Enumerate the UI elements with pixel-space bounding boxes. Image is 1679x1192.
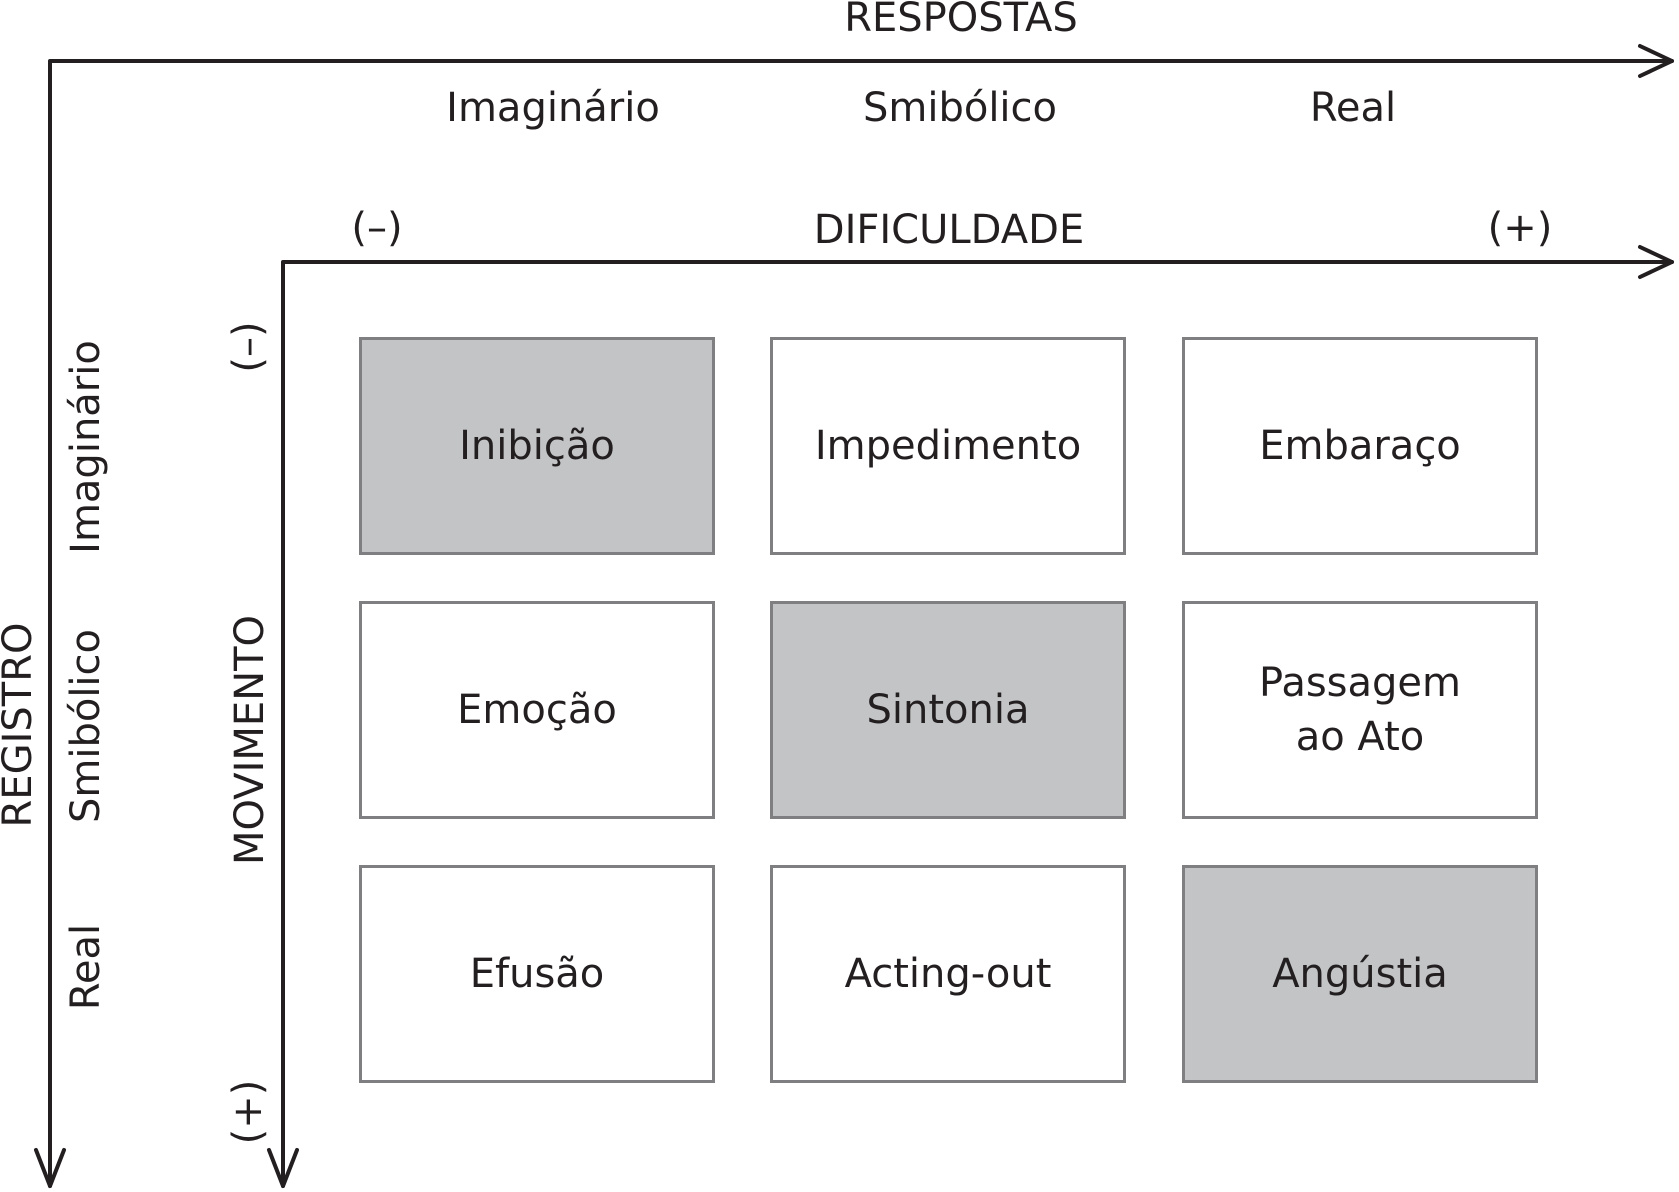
cell-label: Impedimento: [814, 423, 1082, 469]
dificuldade-arrow-head: [1638, 245, 1674, 279]
column-label-imaginario: Imaginário: [446, 85, 660, 131]
row-label-real: Real: [63, 923, 109, 1011]
registro-arrow-head: [34, 1148, 66, 1188]
cell-passagem-ao-ato: Passagem ao Ato: [1182, 601, 1538, 819]
dificuldade-title: DIFICULDADE: [813, 207, 1085, 253]
movimento-low-marker: (–): [225, 321, 271, 373]
cell-label: Acting-out: [844, 951, 1052, 997]
cell-sintonia: Sintonia: [770, 601, 1126, 819]
cell-label: Inibição: [459, 423, 615, 469]
column-label-simbolico: Smibólico: [862, 85, 1058, 131]
respostas-title: RESPOSTAS: [844, 0, 1078, 41]
dificuldade-low-marker: (–): [351, 205, 403, 251]
cell-efusao: Efusão: [359, 865, 715, 1083]
row-label-simbolico: Smibólico: [63, 628, 109, 824]
registro-axis-line: [48, 59, 1674, 1188]
cell-label: Efusão: [469, 951, 605, 997]
movimento-high-marker: (+): [225, 1079, 271, 1145]
row-label-imaginario: Imaginário: [63, 340, 109, 554]
cell-label: Passagem ao Ato: [1259, 660, 1461, 760]
cell-impedimento: Impedimento: [770, 337, 1126, 555]
cell-embaraco: Embaraço: [1182, 337, 1538, 555]
movimento-arrow-head: [267, 1148, 299, 1188]
movimento-axis-line: [281, 260, 1674, 1188]
cell-inibicao: Inibição: [359, 337, 715, 555]
cell-label: Embaraço: [1259, 423, 1461, 469]
cell-acting-out: Acting-out: [770, 865, 1126, 1083]
cell-label: Sintonia: [866, 687, 1030, 733]
column-label-real: Real: [1309, 85, 1397, 131]
cell-angustia: Angústia: [1182, 865, 1538, 1083]
cell-label: Emoção: [457, 687, 617, 733]
registro-title: REGISTRO: [0, 622, 41, 828]
cell-emocao: Emoção: [359, 601, 715, 819]
movimento-title: MOVIMENTO: [227, 614, 273, 866]
respostas-arrow-head: [1638, 44, 1674, 78]
dificuldade-high-marker: (+): [1487, 205, 1553, 251]
cell-label: Angústia: [1272, 951, 1448, 997]
